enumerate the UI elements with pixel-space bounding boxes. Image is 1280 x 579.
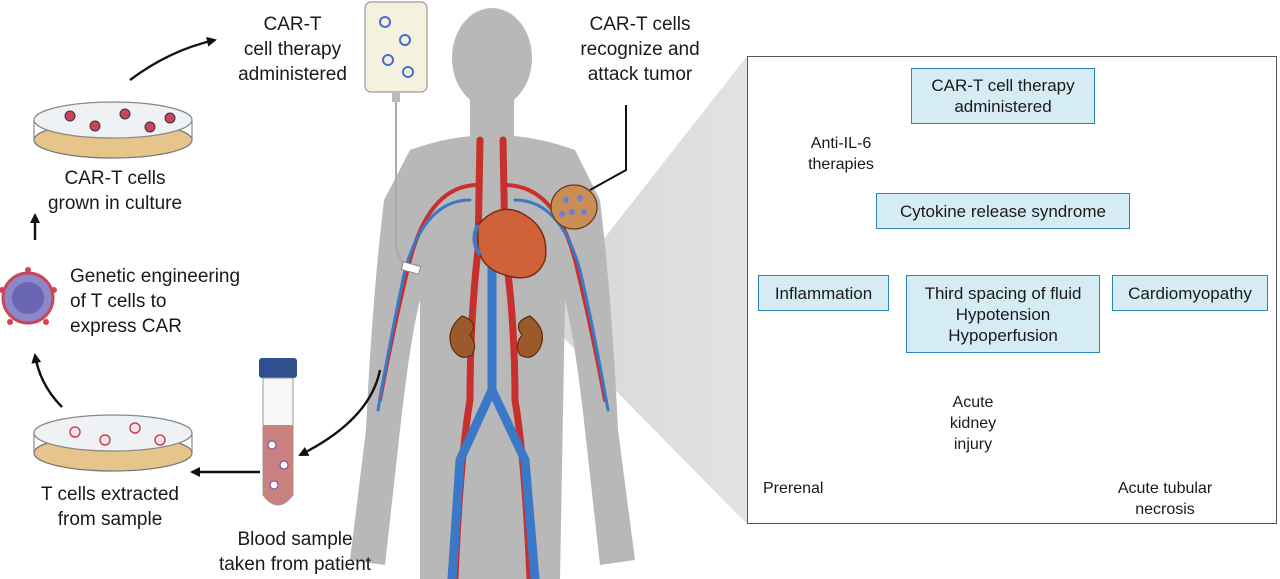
- box-line: Hypotension: [955, 304, 1051, 324]
- kidney-icon: [449, 315, 543, 358]
- iv-bag-icon: [364, 1, 428, 275]
- aki-label: Acute kidney injury: [940, 392, 1006, 455]
- label-line: T cells extracted: [41, 484, 179, 505]
- genetic-engineering-label: Genetic engineering of T cells to expres…: [70, 264, 290, 339]
- zoom-projection: [556, 56, 747, 524]
- label-line: grown in culture: [47, 193, 183, 214]
- box-line: CAR-T cell therapy: [931, 76, 1075, 95]
- heart-icon: [472, 208, 547, 279]
- box-line: administered: [954, 97, 1052, 116]
- blood-sample-label: Blood sample taken from patient: [205, 527, 385, 577]
- therapy-administered-label: CAR-T cell therapy administered: [225, 12, 360, 87]
- anti-il6-label: Anti-IL-6 therapies: [793, 133, 889, 175]
- label-line: therapies: [808, 156, 874, 173]
- label-line: Acute: [952, 394, 994, 411]
- label-line: kidney: [949, 415, 997, 432]
- petri-dish-icon: [33, 101, 193, 159]
- label-line: Prerenal: [763, 480, 824, 497]
- box-text: Cytokine release syndrome: [900, 201, 1106, 221]
- petri-dish-icon: [33, 414, 193, 472]
- label-line: of T cells to: [70, 291, 167, 312]
- label-line: CAR-T cells: [589, 14, 691, 35]
- process-arrows: [30, 36, 382, 477]
- label-line: necrosis: [1135, 501, 1195, 518]
- label-line: attack tumor: [587, 64, 693, 85]
- extracted-label: T cells extracted from sample: [15, 482, 205, 532]
- crs-box: Cytokine release syndrome: [876, 193, 1130, 229]
- box-line: Third spacing of fluid: [924, 283, 1082, 303]
- recognize-attack-label: CAR-T cells recognize and attack tumor: [560, 12, 720, 87]
- box-text: Inflammation: [774, 283, 873, 303]
- box-text: Cardiomyopathy: [1128, 283, 1252, 303]
- car-t-cell-icon: [0, 267, 57, 325]
- box-line: Hypoperfusion: [948, 325, 1058, 345]
- grown-in-culture-label: CAR-T cells grown in culture: [20, 166, 210, 216]
- blood-tube-icon: [259, 358, 297, 506]
- label-line: Anti-IL-6: [810, 135, 872, 152]
- therapy-administered-box: CAR-T cell therapy administered: [911, 68, 1095, 124]
- label-line: recognize and: [580, 39, 700, 60]
- third-spacing-box: Third spacing of fluid Hypotension Hypop…: [906, 275, 1100, 353]
- label-line: taken from patient: [218, 554, 372, 575]
- cardiomyopathy-box: Cardiomyopathy: [1112, 275, 1268, 311]
- prerenal-label: Prerenal: [763, 478, 843, 499]
- label-line: injury: [953, 436, 993, 453]
- atn-label: Acute tubular necrosis: [1100, 478, 1230, 520]
- label-line: cell therapy: [243, 39, 342, 60]
- blood-vessels: [376, 136, 610, 579]
- label-line: Genetic engineering: [70, 266, 241, 287]
- tumor-pointer: [589, 105, 627, 191]
- label-line: Acute tubular: [1117, 480, 1213, 497]
- inflammation-box: Inflammation: [758, 275, 889, 311]
- label-line: administered: [238, 64, 347, 85]
- label-line: CAR-T cells: [64, 168, 166, 189]
- label-line: CAR-T: [263, 14, 322, 35]
- label-line: from sample: [57, 509, 163, 530]
- label-line: Blood sample: [237, 529, 353, 550]
- tumor-icon: [550, 184, 598, 230]
- label-line: express CAR: [70, 316, 182, 337]
